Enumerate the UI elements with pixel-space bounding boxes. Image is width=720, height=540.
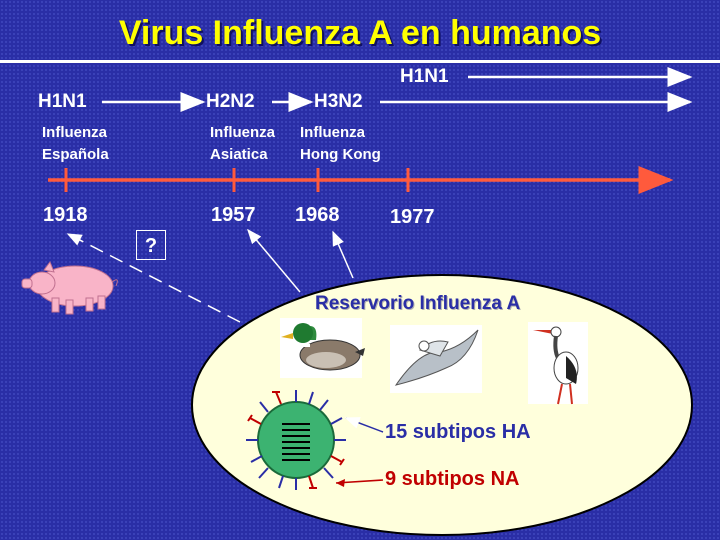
gull-icon bbox=[390, 325, 482, 393]
virus-icon bbox=[246, 390, 346, 490]
virus-na-spikes bbox=[247, 391, 345, 489]
pandemic-label-asiatica: Influenza Asiatica bbox=[210, 124, 276, 163]
virus-ha-spikes bbox=[246, 390, 346, 490]
arrow-reservoir-to-1968 bbox=[332, 230, 354, 279]
title-divider bbox=[0, 60, 720, 63]
arrow-ha-to-virus bbox=[344, 417, 384, 433]
strain-h3n2: H3N2 bbox=[314, 91, 363, 112]
year-1957: 1957 bbox=[211, 204, 256, 226]
year-1918: 1918 bbox=[43, 204, 88, 226]
year-1968: 1968 bbox=[295, 204, 340, 226]
unknown-origin-box: ? bbox=[136, 230, 166, 260]
pig-icon bbox=[21, 260, 118, 315]
dashed-arrow-to-1918 bbox=[66, 233, 241, 323]
pandemic-label-hong-kong: Influenza Hong Kong bbox=[300, 124, 381, 163]
year-1977: 1977 bbox=[390, 206, 435, 228]
slide-title: Virus Influenza A en humanos bbox=[118, 14, 602, 52]
na-subtypes-label: 9 subtipos NA bbox=[385, 468, 520, 490]
strain-h2n2: H2N2 bbox=[206, 91, 255, 112]
pandemic-label-espanola: Influenza Española bbox=[42, 124, 109, 163]
stork-icon bbox=[528, 322, 588, 405]
ha-subtypes-label: 15 subtipos HA bbox=[385, 421, 531, 443]
strain-h1n1-1918: H1N1 bbox=[38, 91, 87, 112]
duck-icon bbox=[280, 318, 365, 378]
arrow-reservoir-to-1957 bbox=[247, 228, 301, 293]
reservoir-title: Reservorio Influenza A bbox=[315, 293, 521, 314]
strain-h1n1-1977: H1N1 bbox=[400, 66, 449, 87]
